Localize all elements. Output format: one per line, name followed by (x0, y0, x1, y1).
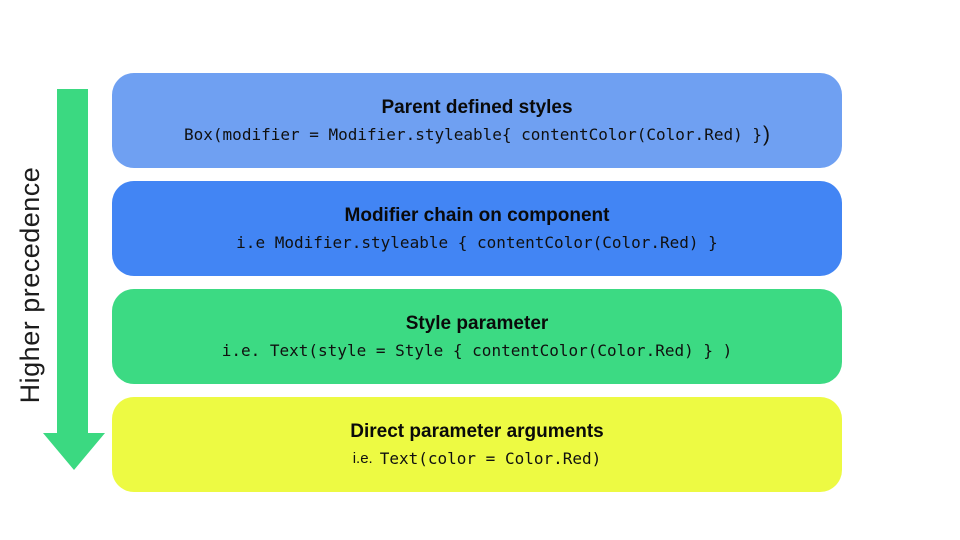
box-title: Parent defined styles (381, 97, 573, 118)
box-title: Direct parameter arguments (350, 421, 604, 442)
down-arrow-shape (43, 89, 105, 470)
code-text: i.e. Text(style = Style { contentColor(C… (221, 341, 733, 360)
precedence-stack: Parent defined styles Box(modifier = Mod… (112, 73, 842, 492)
box-title: Style parameter (405, 313, 549, 334)
code-text: i.e Modifier.styleable { contentColor(Co… (236, 233, 718, 252)
down-arrow-icon (43, 89, 105, 470)
code-text: Text(color = Color.Red) (379, 449, 602, 468)
box-title: Modifier chain on component (344, 205, 610, 226)
precedence-box-direct-arguments: Direct parameter arguments i.e. Text(col… (112, 397, 842, 492)
precedence-box-modifier-chain: Modifier chain on component i.e Modifier… (112, 181, 842, 276)
precedence-box-style-parameter: Style parameter i.e. Text(style = Style … (112, 289, 842, 384)
box-code: i.e Modifier.styleable { contentColor(Co… (236, 233, 718, 253)
box-code: Box(modifier = Modifier.styleable{ conte… (184, 123, 770, 146)
precedence-box-parent-defined-styles: Parent defined styles Box(modifier = Mod… (112, 73, 842, 168)
box-code: i.e. Text(style = Style { contentColor(C… (222, 341, 733, 361)
box-code: i.e. Text(color = Color.Red) (353, 449, 602, 469)
code-suffix: ) (762, 123, 770, 146)
code-prefix: i.e. (352, 450, 373, 467)
code-text: Box(modifier = Modifier.styleable{ conte… (184, 125, 762, 144)
